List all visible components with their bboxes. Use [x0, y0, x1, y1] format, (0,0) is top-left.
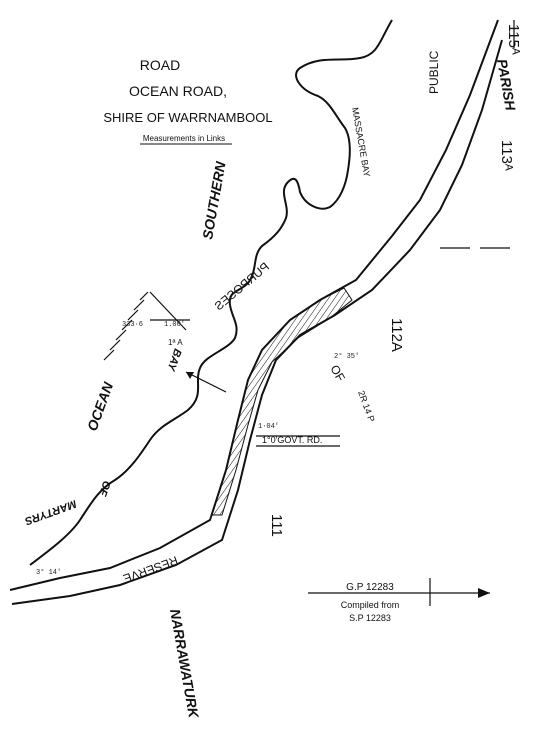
- label-reserve: RESERVE: [121, 553, 179, 586]
- reserve-tick-marks: [103, 291, 190, 361]
- hatched-road-section: [211, 287, 353, 516]
- plan-number: G.P 12283: [346, 582, 394, 593]
- allotment-115a: 115ᴬ: [505, 24, 522, 55]
- label-1a: 1ª A: [168, 338, 183, 347]
- measurement-4: 1·04': [258, 423, 279, 431]
- label-bay: BAY: [164, 347, 184, 374]
- label-public: PUBLIC: [427, 50, 441, 94]
- measurement-2: 333·6: [122, 321, 143, 329]
- road-boundary-upper: [9, 19, 499, 591]
- label-ocean: OCEAN: [84, 379, 117, 433]
- measurement-5: 2° 35': [334, 352, 359, 361]
- label-southern: SOUTHERN: [199, 160, 229, 241]
- width-arrow: [185, 371, 227, 393]
- label-parish: PARISH: [494, 58, 519, 113]
- north-arrow-head: [478, 588, 490, 598]
- width-arrow-head: [186, 372, 194, 379]
- label-area: 2R 14 P: [356, 389, 377, 423]
- allotment-113a: 113ᴬ: [498, 140, 515, 171]
- title-block: ROAD OCEAN ROAD, SHIRE OF WARRNAMBOOL Me…: [103, 57, 273, 145]
- plan-note: G.P 12283 Compiled from S.P 12283: [308, 578, 490, 623]
- plan-source: S.P 12283: [349, 613, 391, 623]
- label-massacre-bay: MASSACRE BAY: [350, 107, 372, 178]
- label-of-small: OF: [96, 479, 113, 498]
- label-martyrs: MARTYRS: [22, 497, 78, 527]
- title-line-1: ROAD: [140, 57, 180, 73]
- plan-compiled: Compiled from: [341, 600, 400, 610]
- label-purposes: PURPOSES: [212, 260, 272, 314]
- title-line-2: OCEAN ROAD,: [129, 83, 227, 99]
- allotment-111: 111: [268, 514, 285, 537]
- coastline: [29, 19, 393, 566]
- title-subtitle: Measurements in Links: [143, 134, 225, 143]
- label-narrawaturk: NARRAWATURK: [167, 608, 202, 720]
- label-of: OF: [327, 363, 347, 384]
- road-boundary-lower: [11, 39, 503, 605]
- label-govt-rd: 1°0'GOVT. RD.: [262, 435, 322, 445]
- title-line-3: SHIRE OF WARRNAMBOOL: [103, 110, 272, 125]
- measurement-3: 3° 14': [36, 568, 61, 577]
- measurement-1: 1.00': [164, 321, 185, 329]
- allotment-112a: 112A: [388, 318, 405, 352]
